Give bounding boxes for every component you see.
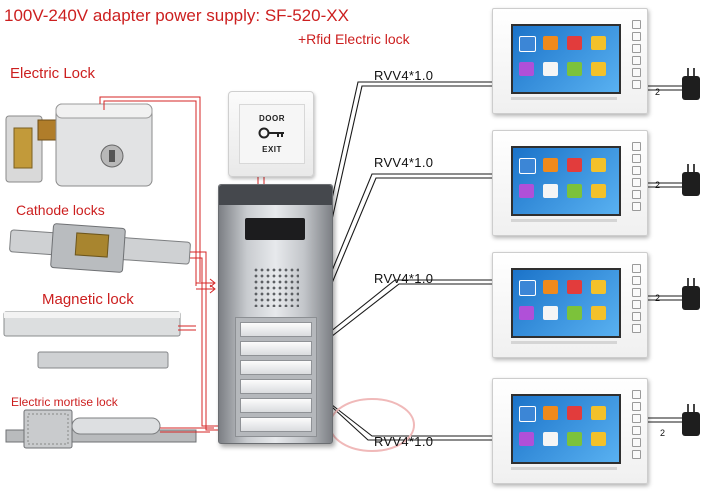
page-title: 100V-240V adapter power supply: SF-520-X… — [4, 6, 349, 25]
speaker-grill — [253, 267, 299, 307]
power-adapter-icon — [682, 164, 700, 196]
adapter-wire-label: 2 — [655, 87, 661, 97]
indoor-monitor-icon — [492, 130, 648, 236]
indoor-monitor-icon — [492, 252, 648, 358]
lock-label-mortise: Electric mortise lock — [11, 395, 118, 409]
lock-label-electric: Electric Lock — [10, 65, 96, 82]
magnetic-lock-icon — [3, 311, 181, 369]
lock-label-magnetic: Magnetic lock — [42, 291, 134, 308]
adapter-wire-label: 2 — [660, 428, 666, 438]
electric-lock-icon — [5, 103, 153, 187]
cathode-lock-icon — [9, 223, 191, 273]
camera-window — [245, 218, 305, 240]
cable-label-1: RVV4*1.0 — [374, 68, 434, 83]
indoor-monitor-icon — [492, 378, 648, 484]
rvv-cables — [304, 81, 492, 441]
monitor-screen — [511, 268, 621, 338]
page-subtitle: +Rfid Electric lock — [298, 31, 410, 47]
call-button-icon — [240, 417, 312, 432]
call-button-icon — [240, 341, 312, 356]
door-key-icon — [258, 127, 284, 139]
mortise-lock-icon — [5, 409, 197, 449]
cable-label-3: RVV4*1.0 — [374, 271, 434, 286]
monitor-screen — [511, 394, 621, 464]
cable-label-2: RVV4*1.0 — [374, 155, 434, 170]
lock-label-cathode: Cathode locks — [16, 202, 105, 218]
outdoor-call-panel — [218, 184, 333, 444]
indoor-monitor-icon — [492, 8, 648, 114]
cable-label-4: RVV4*1.0 — [374, 434, 434, 449]
call-button-area — [235, 317, 317, 437]
adapter-wire-label: 2 — [655, 180, 661, 190]
adapter-cables — [646, 85, 682, 423]
adapter-wire-label: 2 — [655, 293, 661, 303]
power-adapter-icon — [682, 278, 700, 310]
lock-red-wires — [99, 96, 218, 433]
exit-button-top-text: DOOR — [259, 114, 285, 123]
monitor-screen — [511, 146, 621, 216]
panel-top-cap — [219, 185, 332, 205]
arrow-icons — [196, 278, 216, 294]
call-button-icon — [240, 398, 312, 413]
call-button-icon — [240, 322, 312, 337]
exit-button-bottom-text: EXIT — [262, 145, 282, 154]
call-button-icon — [240, 379, 312, 394]
power-adapter-icon — [682, 404, 700, 436]
exit-button: DOOR EXIT — [228, 91, 314, 177]
monitor-screen — [511, 24, 621, 94]
call-button-icon — [240, 360, 312, 375]
power-adapter-icon — [682, 68, 700, 100]
exit-button-face: DOOR EXIT — [239, 104, 305, 164]
